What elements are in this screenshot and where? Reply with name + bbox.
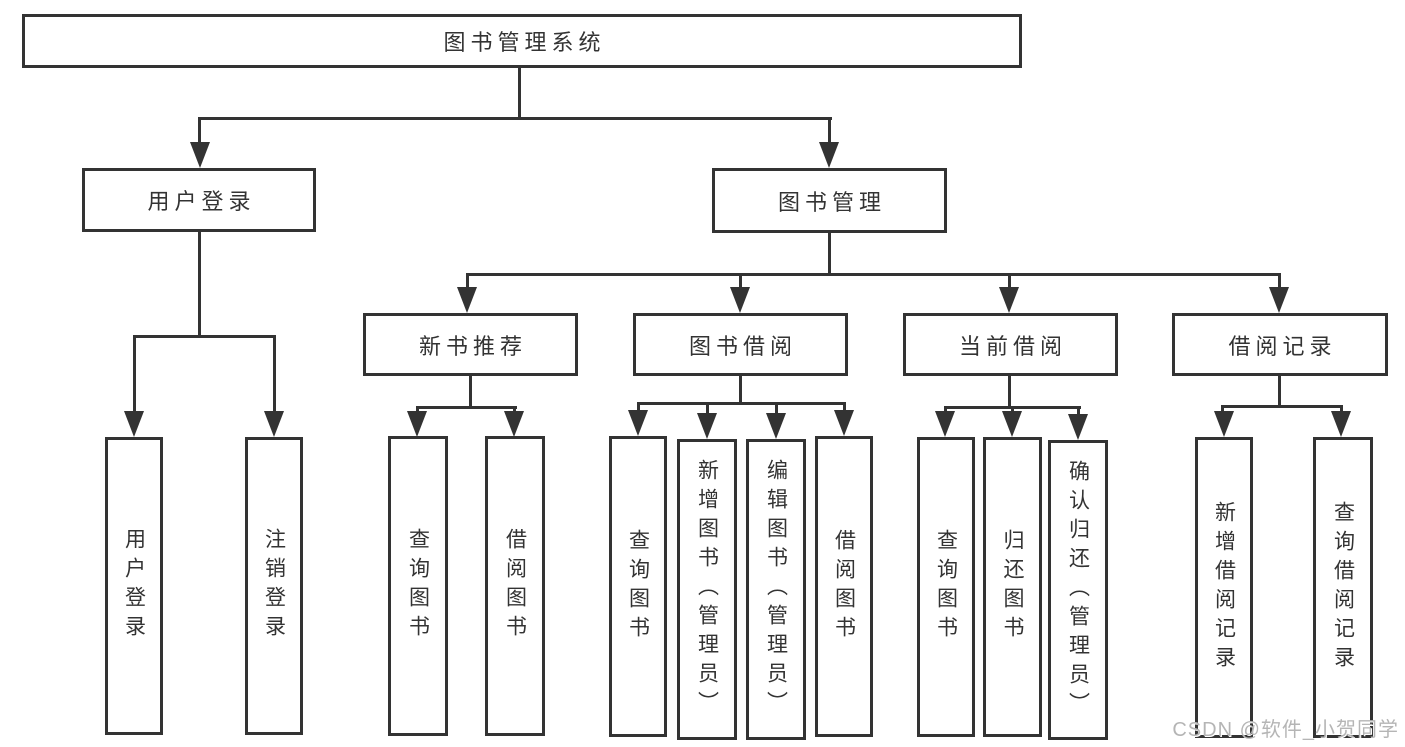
leaf-logout: 注销登录 [245,437,303,735]
arrowhead-icon [190,142,210,168]
connector-record-child2-stem [1340,405,1343,414]
arrowhead-icon [819,142,839,168]
watermark-text: CSDN @软件_小贺同学 [1172,719,1399,741]
leaf-user-login: 用户登录 [105,437,163,735]
arrowhead-icon [1002,411,1022,437]
node-new-book-recommend: 新书推荐 [363,313,578,376]
node-book-borrow: 图书借阅 [633,313,848,376]
node-book-management-label: 图书管理 [777,189,886,215]
leaf-borrow-query-label: 查询图书 [626,528,650,645]
connector-bookmgmt-stem [828,233,831,276]
leaf-current-query-label: 查询图书 [934,529,958,645]
leaf-newbook-borrow-label: 借阅图书 [503,528,527,644]
connector-userlogin-branch [133,335,276,338]
arrowhead-icon [1214,411,1234,437]
leaf-borrow-edit-admin-label: 编辑图书（管理员） [764,459,788,720]
arrowhead-icon [935,411,955,437]
node-new-book-recommend-label: 新书推荐 [418,333,527,359]
arrowhead-icon [407,411,427,437]
node-user-login-label: 用户登录 [147,189,256,214]
node-borrow-record: 借阅记录 [1172,313,1388,376]
leaf-logout-label: 注销登录 [262,528,286,644]
connector-l3-arrow1-stem [466,273,469,291]
connector-l3-arrow3-stem [1008,273,1011,291]
connector-l3-arrow4-stem [1278,273,1281,291]
leaf-borrow-edit-admin: 编辑图书（管理员） [746,439,806,740]
leaf-borrow-book-label: 借阅图书 [832,528,856,645]
connector-bookborrow-child2-stem [706,402,709,416]
arrowhead-icon [697,413,717,439]
arrowhead-icon [730,287,750,313]
arrowhead-icon [1269,287,1289,313]
leaf-current-confirm-admin-label: 确认归还（管理员） [1066,459,1090,721]
connector-userlogin-arrow-stem [198,117,201,147]
arrowhead-icon [457,287,477,313]
node-borrow-record-label: 借阅记录 [1228,333,1337,359]
connector-userlogin-child2-stem [273,335,276,415]
connector-userlogin-stem [198,232,201,338]
arrowhead-icon [124,411,144,437]
arrowhead-icon [628,410,648,436]
leaf-borrow-add-admin-label: 新增图书（管理员） [695,459,719,720]
leaf-borrow-book: 借阅图书 [815,436,873,737]
node-root: 图书管理系统 [22,14,1022,68]
leaf-borrow-add-admin: 新增图书（管理员） [677,439,737,740]
connector-record-branch [1221,405,1343,408]
leaf-borrow-query: 查询图书 [609,436,667,737]
arrowhead-icon [504,411,524,437]
node-book-borrow-label: 图书借阅 [688,333,797,359]
leaf-current-confirm-admin: 确认归还（管理员） [1048,440,1108,740]
leaf-newbook-borrow: 借阅图书 [485,436,545,736]
connector-newbook-stem [469,376,472,409]
node-current-borrow: 当前借阅 [903,313,1118,376]
leaf-current-return-label: 归还图书 [1001,529,1025,645]
leaf-current-return: 归还图书 [983,437,1042,737]
connector-bookborrow-branch [637,402,846,405]
connector-l3-arrow2-stem [739,273,742,291]
leaf-record-add-label: 新增借阅记录 [1212,500,1236,675]
leaf-user-login-label: 用户登录 [122,528,146,644]
connector-newbook-branch [416,406,517,409]
connector-currentborrow-child3-stem [1077,406,1080,417]
connector-newbook-child2-stem [513,406,516,415]
arrowhead-icon [834,410,854,436]
arrowhead-icon [1068,414,1088,440]
connector-record-child1-stem [1221,405,1224,414]
leaf-record-query-label: 查询借阅记录 [1331,500,1355,675]
connector-level2-branch [198,117,832,120]
connector-bookborrow-stem [739,376,742,405]
node-root-label: 图书管理系统 [443,30,606,55]
connector-bookborrow-child1-stem [637,402,640,414]
leaf-current-query: 查询图书 [917,437,975,737]
connector-bookborrow-child3-stem [775,402,778,416]
connector-userlogin-child1-stem [133,335,136,415]
arrowhead-icon [999,287,1019,313]
node-book-management: 图书管理 [712,168,947,233]
node-current-borrow-label: 当前借阅 [958,333,1067,359]
connector-currentborrow-child2-stem [1011,406,1014,415]
arrowhead-icon [1331,411,1351,437]
arrowhead-icon [766,413,786,439]
connector-level3-branch [466,273,1281,276]
connector-bookmgmt-arrow-stem [828,117,831,147]
leaf-record-add: 新增借阅记录 [1195,437,1253,738]
connector-bookborrow-child4-stem [843,402,846,414]
connector-currentborrow-stem [1008,376,1011,409]
node-user-login: 用户登录 [82,168,316,232]
connector-root-stem [518,68,521,118]
connector-currentborrow-child1-stem [944,406,947,415]
arrowhead-icon [264,411,284,437]
connector-record-stem [1278,376,1281,408]
connector-newbook-child1-stem [416,406,419,415]
leaf-newbook-query: 查询图书 [388,436,448,736]
leaf-newbook-query-label: 查询图书 [406,528,430,644]
leaf-record-query: 查询借阅记录 [1313,437,1373,738]
